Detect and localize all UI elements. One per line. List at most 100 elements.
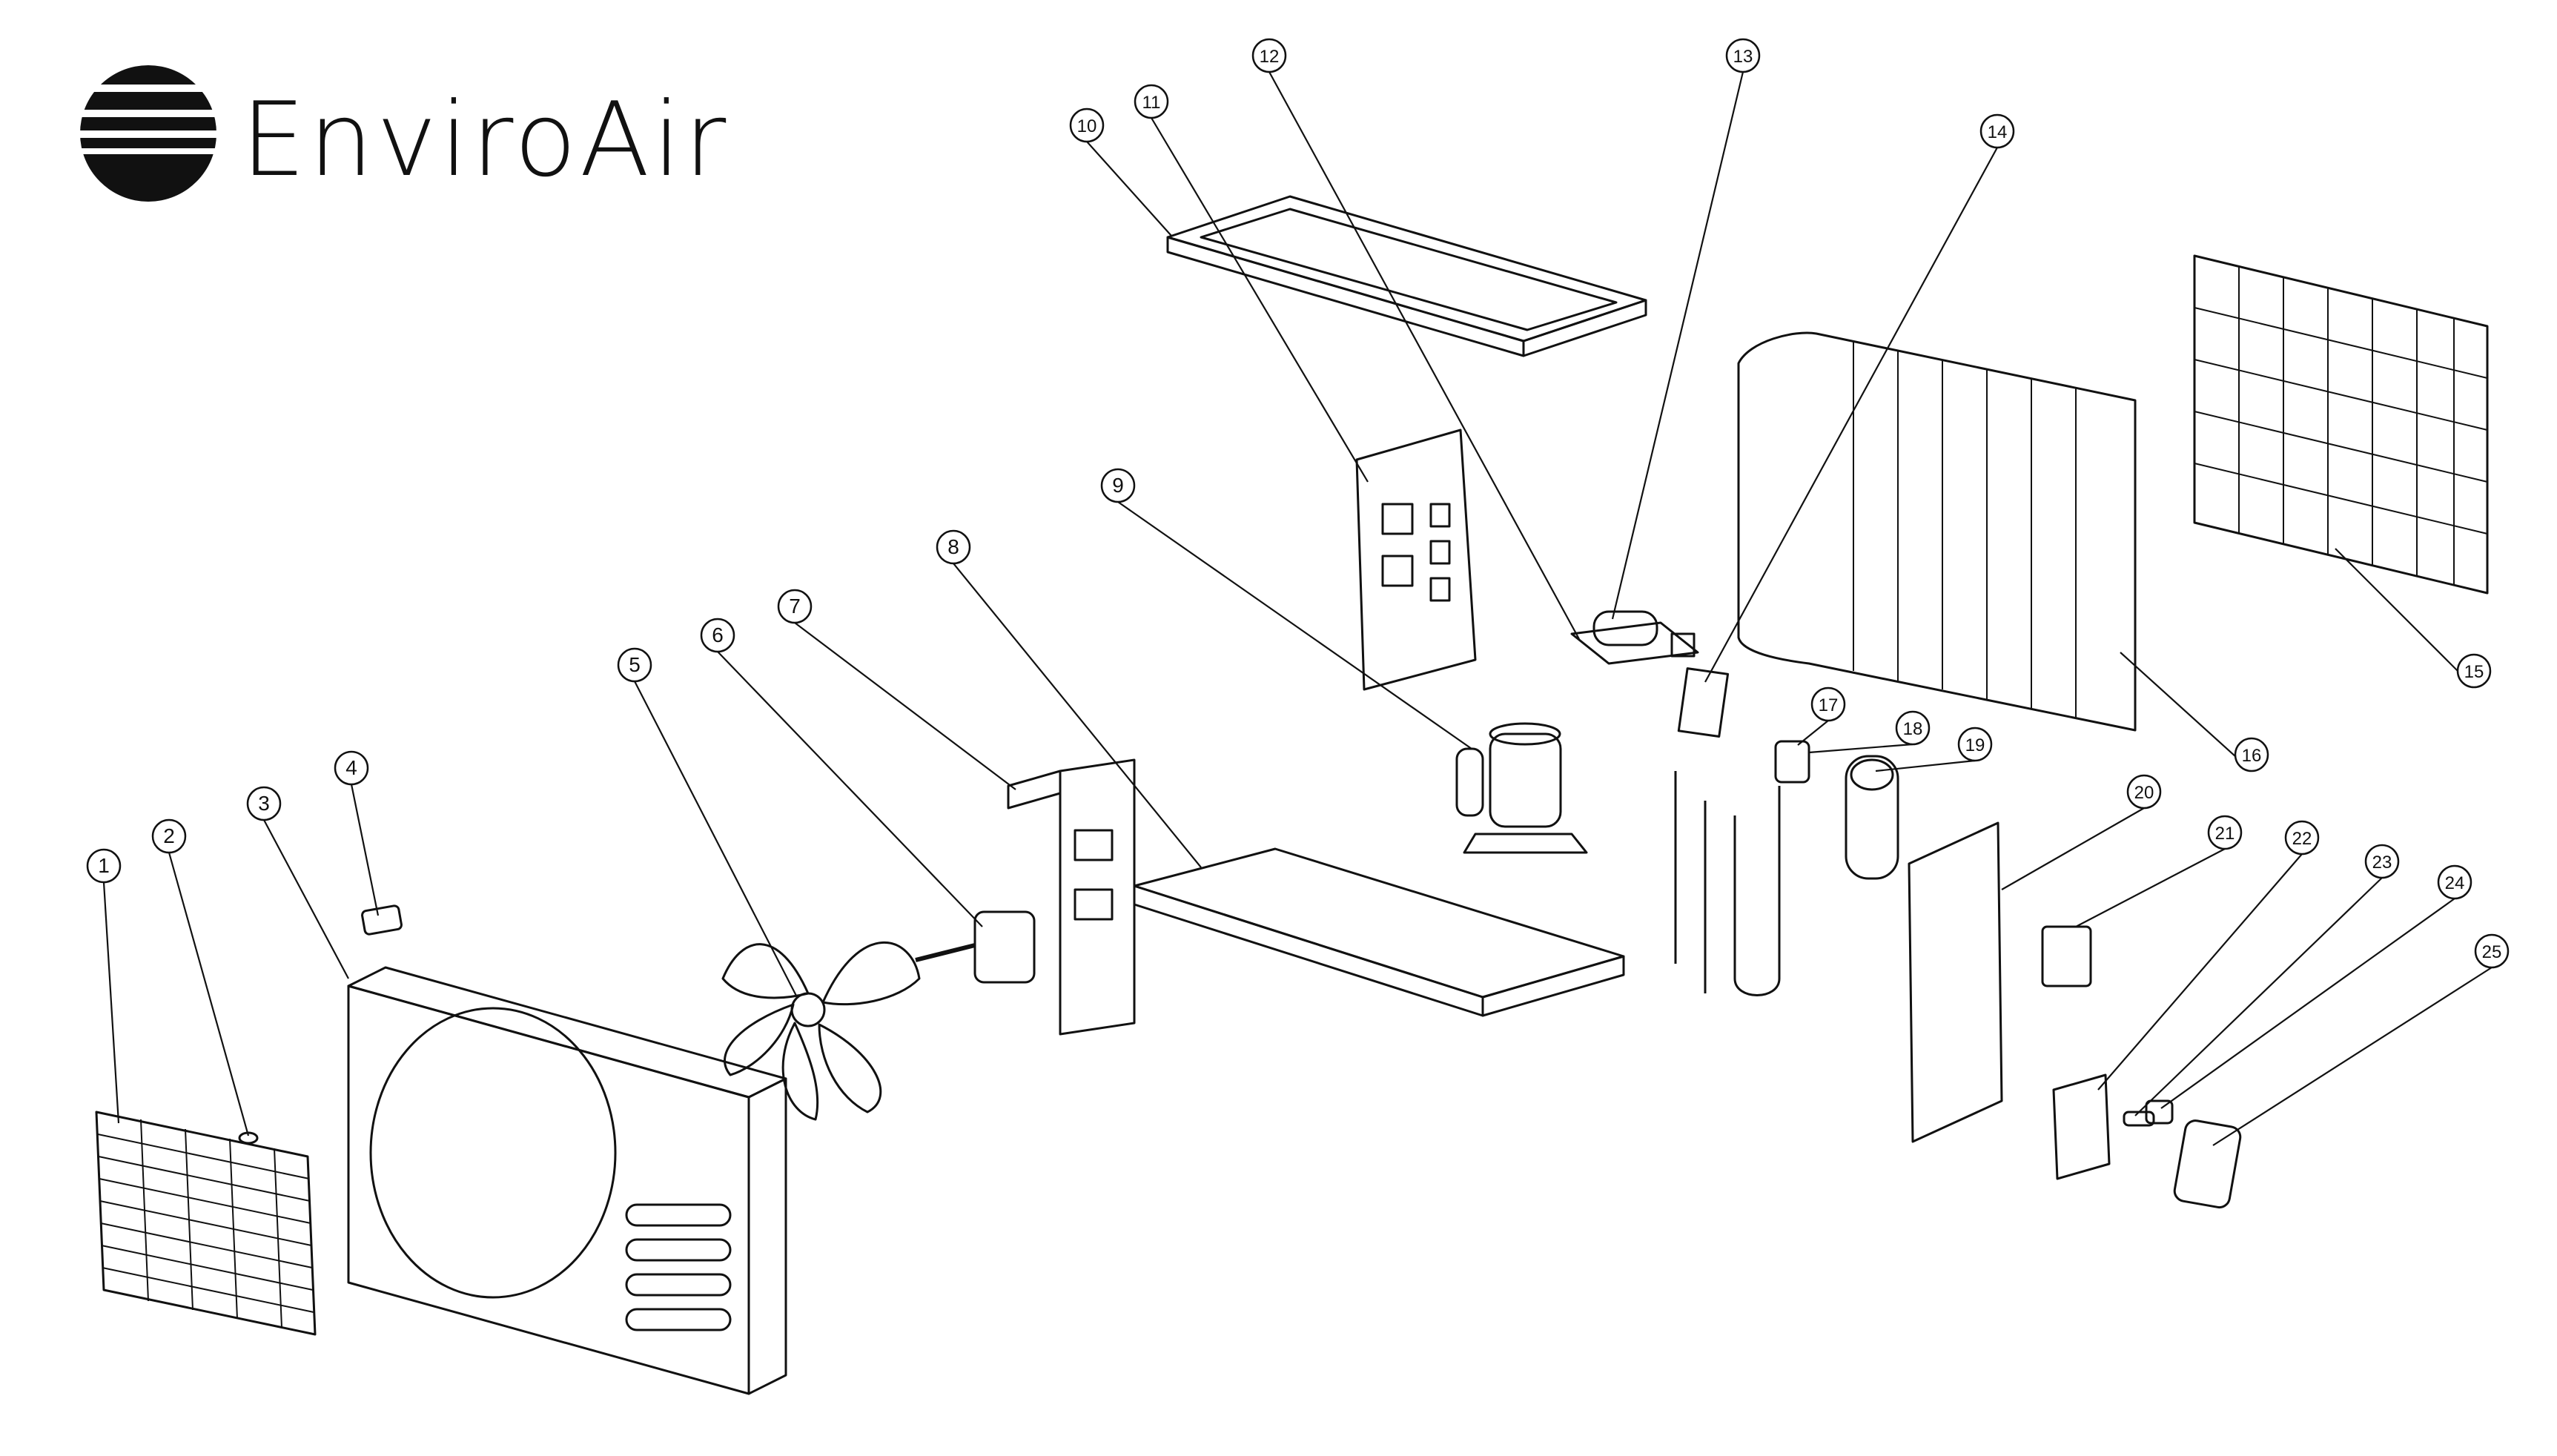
callout-circle [246, 786, 282, 821]
callout-17: 17 [1810, 686, 1846, 722]
top-cover-part [1166, 195, 1647, 357]
leader-line-6 [717, 651, 983, 927]
leader-line-8 [953, 563, 1202, 868]
callout-circle [1251, 38, 1287, 73]
callout-number: 16 [2242, 746, 2262, 766]
callout-circle [151, 818, 187, 854]
motor-bracket-part [1007, 758, 1136, 1036]
leader-line-14 [1704, 147, 1998, 683]
callout-circle [1810, 686, 1846, 722]
callout-number: 6 [712, 623, 724, 646]
four-way-valve-part [1674, 740, 1810, 996]
callout-circle [777, 589, 813, 624]
terminal-block-part [1677, 667, 1730, 738]
callout-number: 3 [258, 792, 270, 815]
side-panel-part [1908, 821, 2003, 1143]
callout-number: 23 [2372, 853, 2392, 873]
callout-13: 13 [1725, 38, 1761, 73]
leader-line-18 [1808, 743, 1913, 754]
callout-number: 19 [1965, 735, 1985, 755]
callout-number: 21 [2215, 824, 2235, 844]
callout-number: 10 [1077, 116, 1097, 136]
handle-part [361, 904, 403, 936]
valve-cap-part [2173, 1119, 2242, 1209]
leader-line-16 [2120, 652, 2252, 772]
callout-19: 19 [1957, 727, 1993, 762]
callout-circle [936, 529, 971, 565]
callout-circle [1957, 727, 1993, 762]
callout-20: 20 [2126, 774, 2162, 810]
callout-9: 9 [1100, 468, 1136, 503]
callout-number: 13 [1733, 47, 1753, 67]
leader-line-2 [168, 852, 250, 1136]
callout-25: 25 [2474, 933, 2510, 969]
callout-number: 12 [1260, 47, 1280, 67]
callout-1: 1 [86, 848, 122, 884]
rear-guard-part [2193, 254, 2489, 595]
leader-line-23 [2134, 877, 2383, 1116]
callout-7: 7 [777, 589, 813, 624]
base-pan-part [1133, 847, 1625, 1017]
callout-circle [2284, 820, 2320, 856]
front-panel-part [347, 966, 787, 1395]
brand-name: EnviroAir [241, 80, 730, 199]
callout-4: 4 [334, 750, 369, 786]
callout-circle [2456, 653, 2492, 689]
callout-circle [1100, 468, 1136, 503]
callout-circle [2207, 815, 2243, 850]
callout-number: 20 [2134, 783, 2154, 803]
callout-circle [1069, 107, 1105, 143]
leader-line-11 [1151, 117, 1369, 483]
partition-plate-part [1355, 428, 1477, 691]
leader-line-24 [2160, 898, 2455, 1109]
callout-circle [1134, 84, 1169, 119]
callout-number: 15 [2464, 662, 2484, 682]
callout-number: 14 [1988, 122, 2008, 142]
callout-8: 8 [936, 529, 971, 565]
callout-2: 2 [151, 818, 187, 854]
leader-line-10 [1086, 141, 1172, 236]
leader-line-9 [1117, 501, 1472, 749]
callout-21: 21 [2207, 815, 2243, 850]
brand-logo-area: EnviroAir [78, 59, 819, 215]
callout-number: 24 [2445, 873, 2465, 893]
callout-24: 24 [2437, 864, 2472, 900]
callout-number: 8 [947, 535, 959, 558]
leader-line-25 [2212, 967, 2493, 1146]
callout-circle [617, 647, 652, 683]
condenser-coil-part [1737, 331, 2137, 732]
leader-line-12 [1268, 71, 1580, 640]
callout-number: 22 [2292, 829, 2312, 849]
callout-number: 11 [1142, 93, 1161, 113]
callout-number: 9 [1112, 474, 1124, 497]
leader-line-17 [1797, 720, 1829, 746]
callout-11: 11 [1134, 84, 1169, 119]
callout-number: 25 [2482, 942, 2502, 962]
callout-15: 15 [2456, 653, 2492, 689]
callout-6: 6 [700, 618, 735, 653]
callout-12: 12 [1251, 38, 1287, 73]
callout-number: 1 [98, 854, 110, 877]
callout-circle [2364, 844, 2400, 879]
leader-line-1 [102, 881, 120, 1124]
leader-line-20 [2001, 807, 2145, 890]
leader-line-22 [2097, 853, 2303, 1091]
callout-3: 3 [246, 786, 282, 821]
callout-23: 23 [2364, 844, 2400, 879]
leader-line-3 [263, 819, 349, 979]
callout-number: 2 [163, 824, 175, 847]
callout-16: 16 [2234, 737, 2269, 772]
callout-number: 5 [629, 653, 641, 676]
callout-circle [334, 750, 369, 786]
leader-line-7 [794, 622, 1016, 790]
valve-bracket-part [2052, 1073, 2111, 1180]
leader-line-15 [2335, 548, 2475, 688]
callout-22: 22 [2284, 820, 2320, 856]
leader-line-19 [1875, 759, 1976, 772]
callout-number: 4 [345, 756, 357, 779]
callout-circle [1725, 38, 1761, 73]
callout-18: 18 [1895, 710, 1931, 746]
callout-number: 18 [1903, 719, 1923, 739]
